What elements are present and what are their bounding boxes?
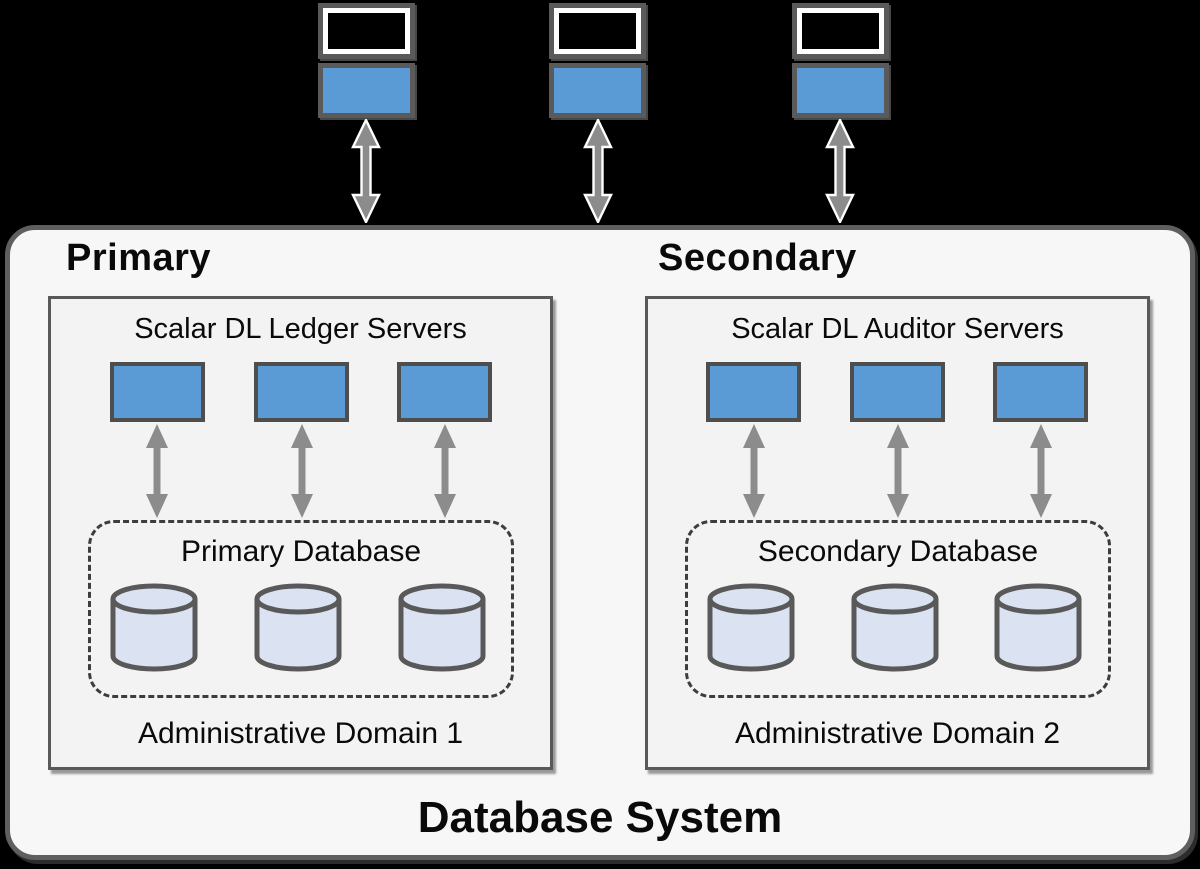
double-arrow-icon — [291, 424, 313, 518]
auditor-server-icon — [706, 362, 801, 422]
auditor-server-icon — [850, 362, 945, 422]
double-arrow-icon — [351, 119, 381, 223]
primary-database-group — [88, 520, 514, 698]
double-arrow-icon — [1030, 424, 1052, 518]
database-cylinder-icon — [110, 583, 198, 672]
ledger-server-icon — [254, 362, 349, 422]
client-base — [549, 63, 646, 118]
client-terminal-icon — [549, 3, 646, 118]
client-base — [318, 63, 415, 118]
primary-servers-title: Scalar DL Ledger Servers — [134, 313, 467, 345]
primary-database-title: Primary Database — [180, 535, 422, 568]
auditor-server-icon — [993, 362, 1088, 422]
client-terminal-icon — [792, 3, 889, 118]
database-system-label: Database System — [417, 793, 783, 842]
client-screen — [318, 3, 415, 59]
double-arrow-icon — [887, 424, 909, 518]
database-cylinder-icon — [707, 583, 795, 672]
database-cylinder-icon — [398, 583, 486, 672]
double-arrow-icon — [146, 424, 168, 518]
secondary-database-title: Secondary Database — [757, 535, 1039, 568]
database-cylinder-icon — [851, 583, 939, 672]
double-arrow-icon — [583, 119, 613, 223]
secondary-servers-title: Scalar DL Auditor Servers — [731, 313, 1064, 345]
primary-header: Primary — [66, 237, 212, 279]
client-terminal-icon — [318, 3, 415, 118]
secondary-header: Secondary — [658, 237, 857, 279]
ledger-server-icon — [110, 362, 205, 422]
database-cylinder-icon — [994, 583, 1082, 672]
double-arrow-icon — [743, 424, 765, 518]
client-base — [792, 63, 889, 118]
ledger-server-icon — [397, 362, 492, 422]
client-screen — [792, 3, 889, 59]
client-screen — [549, 3, 646, 59]
double-arrow-icon — [434, 424, 456, 518]
double-arrow-icon — [825, 119, 855, 223]
database-cylinder-icon — [254, 583, 342, 672]
secondary-domain-footer: Administrative Domain 2 — [734, 717, 1061, 750]
secondary-database-group — [685, 520, 1111, 698]
primary-domain-footer: Administrative Domain 1 — [137, 717, 464, 750]
